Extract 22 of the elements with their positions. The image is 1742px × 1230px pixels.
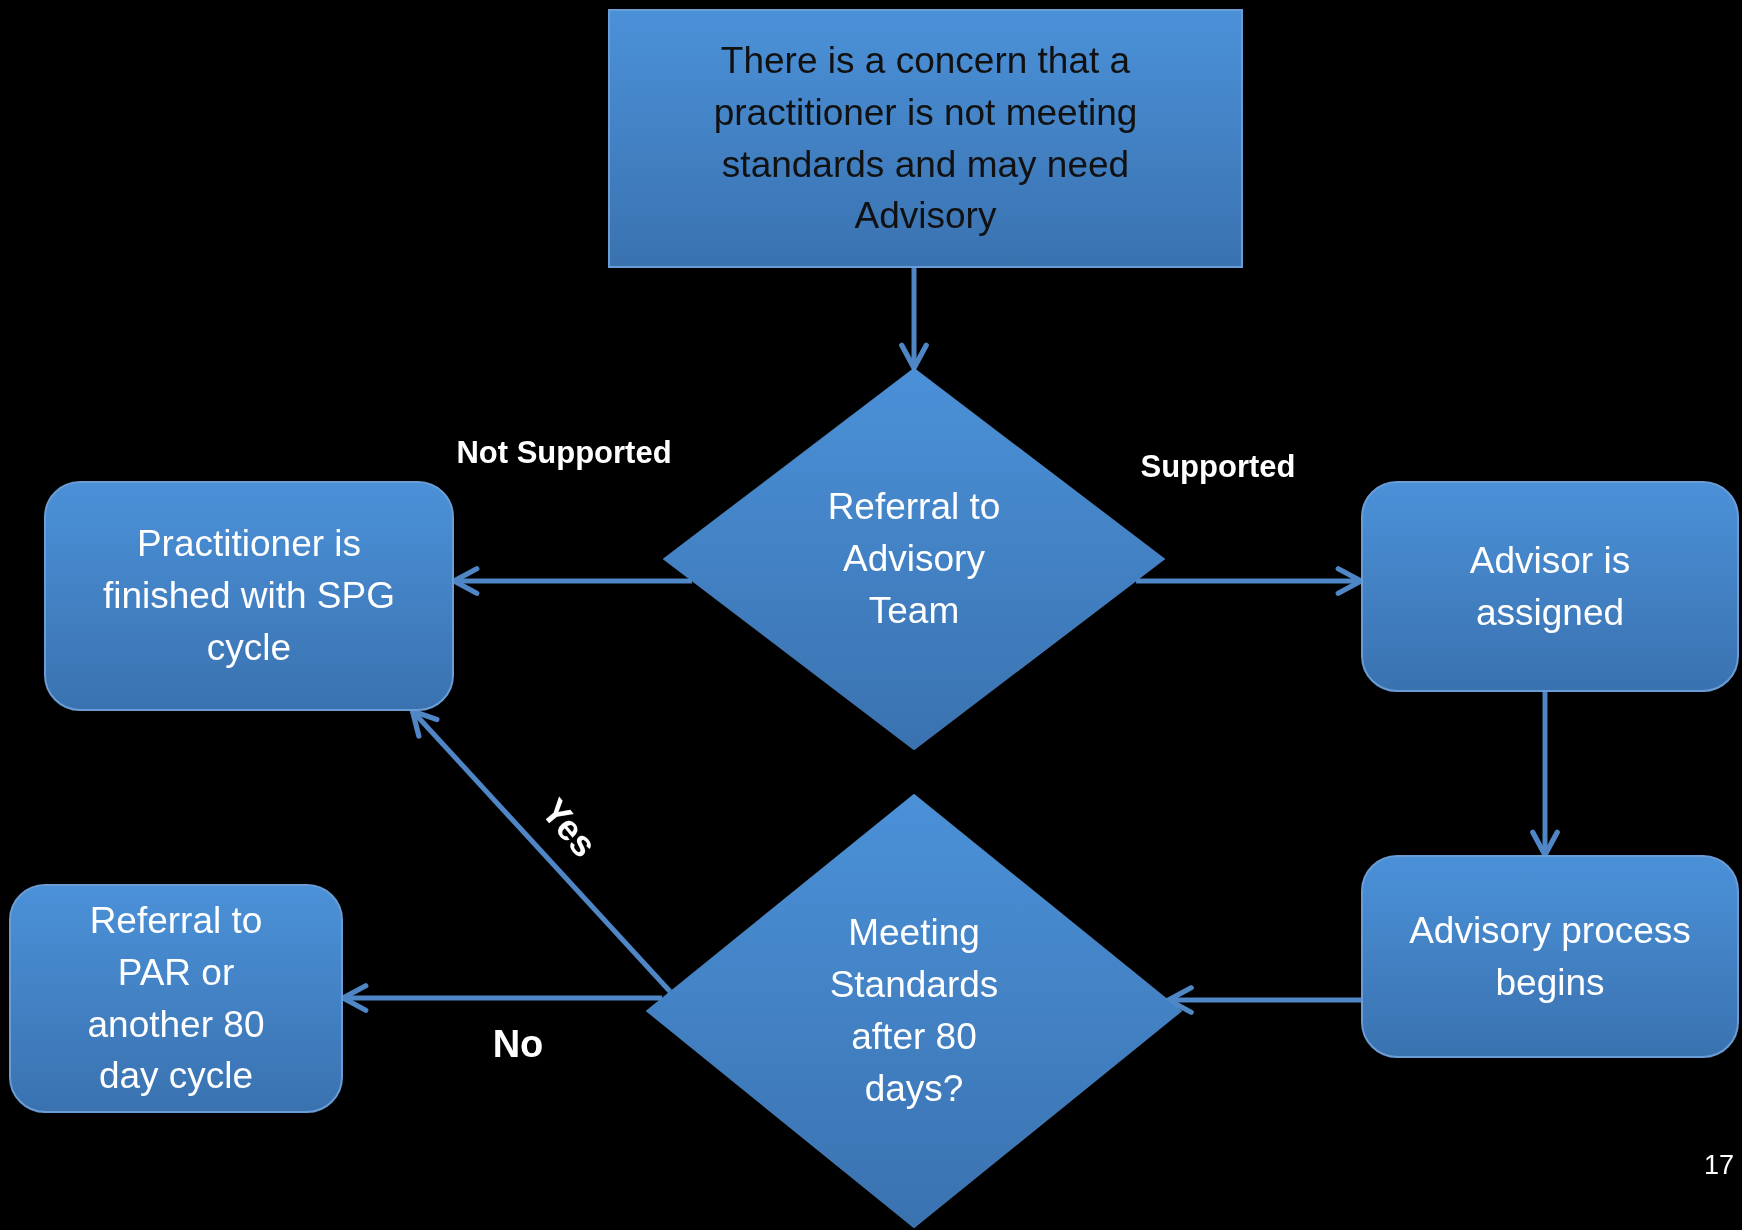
arrow — [1165, 985, 1361, 1015]
edge-label: Yes — [532, 790, 606, 866]
node-text: Advisor is assigned — [1468, 538, 1632, 635]
node-text: There is a concern that a practitioner is not meeting standards and may need Advisory — [712, 38, 1139, 239]
edge-label: Not Supported — [456, 435, 672, 471]
process-box — [9, 884, 343, 1113]
arrow — [899, 268, 929, 371]
node-text: Meeting Standards after 80 days? — [828, 911, 1000, 1111]
arrow — [409, 708, 672, 994]
page-number: 17 — [1703, 1150, 1734, 1181]
node-text: Advisory process begins — [1408, 908, 1692, 1005]
process-box — [1361, 481, 1739, 692]
node-text: Practitioner is finished with SPG cycle — [102, 522, 396, 670]
start-box — [608, 9, 1243, 268]
process-box — [1361, 855, 1739, 1058]
arrow — [1530, 692, 1560, 858]
edge-label: No — [492, 1022, 544, 1066]
process-box — [44, 481, 454, 711]
edge-label: Supported — [1140, 449, 1296, 485]
node-text: Referral to PAR or another 80 day cycle — [86, 898, 266, 1099]
decision-diamond — [646, 794, 1182, 1228]
node-text: Referral to Advisory Team — [826, 485, 1002, 633]
